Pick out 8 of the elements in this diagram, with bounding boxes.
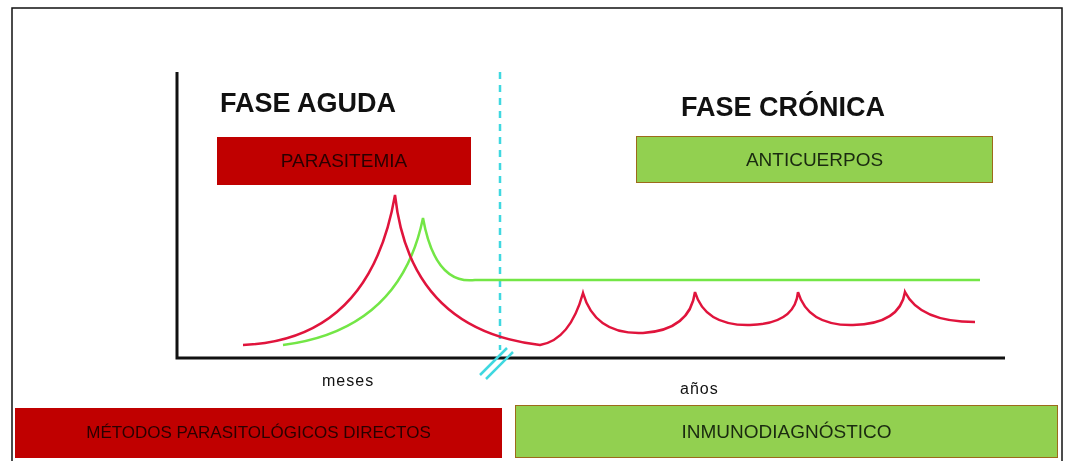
phase-heading: FASE CRÓNICA (681, 92, 886, 123)
label-box: MÉTODOS PARASITOLÓGICOS DIRECTOS (15, 408, 502, 458)
label-box: PARASITEMIA (217, 137, 471, 185)
axis-label: años (680, 380, 719, 398)
label-box: ANTICUERPOS (636, 136, 993, 183)
phase-heading: FASE AGUDA (220, 88, 396, 119)
label-box: INMUNODIAGNÓSTICO (515, 405, 1058, 458)
axis-label: meses (322, 372, 375, 390)
